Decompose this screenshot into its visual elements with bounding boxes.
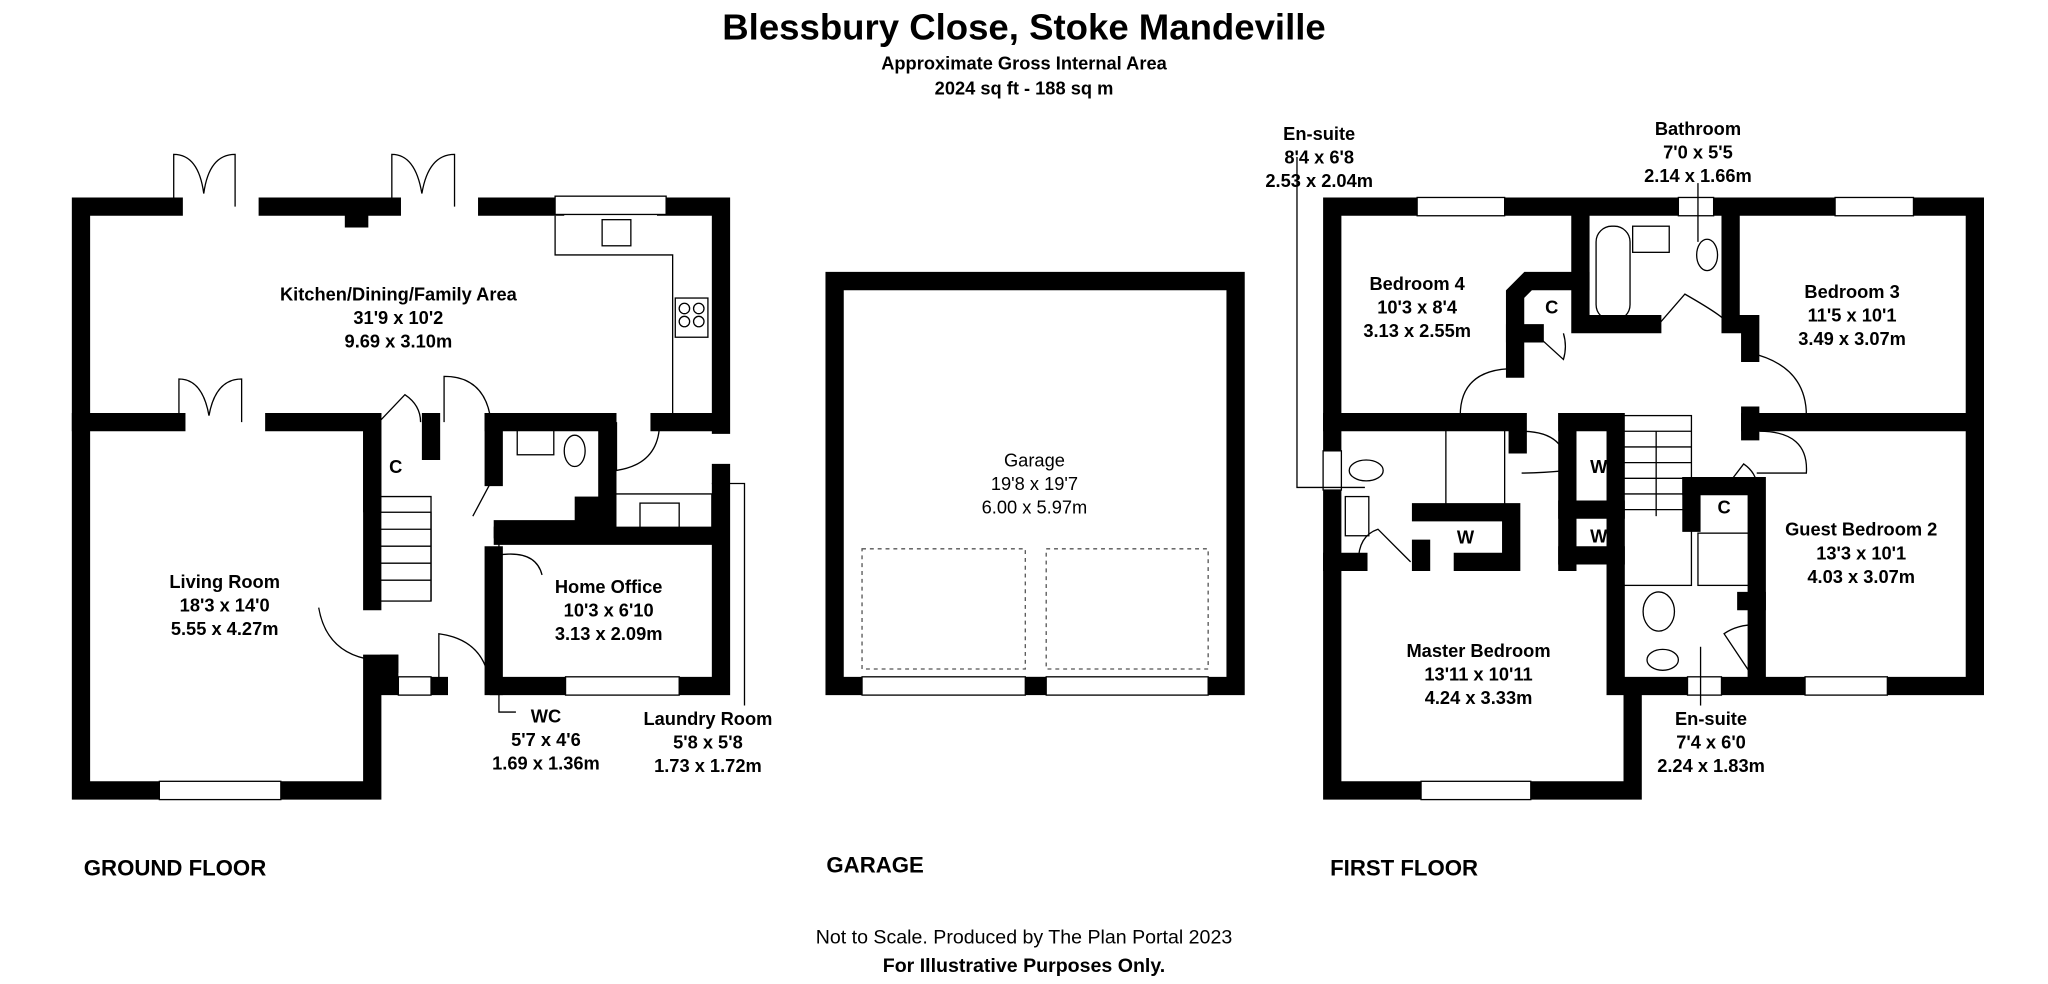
svg-text:2.14 x 1.66m: 2.14 x 1.66m: [1644, 165, 1752, 186]
garage-label: GARAGE: [826, 853, 923, 878]
svg-text:7'0 x 5'5: 7'0 x 5'5: [1663, 141, 1733, 162]
svg-text:En-suite: En-suite: [1675, 708, 1747, 729]
svg-text:7'4 x 6'0: 7'4 x 6'0: [1676, 732, 1746, 753]
stairs: [1622, 414, 1693, 587]
svg-text:3.49 x 3.07m: 3.49 x 3.07m: [1798, 328, 1906, 349]
svg-text:2.53 x 2.04m: 2.53 x 2.04m: [1265, 170, 1373, 191]
room-guest-bedroom-2: Guest Bedroom 2 13'3 x 10'1 4.03 x 3.07m: [1785, 519, 1937, 587]
svg-text:Laundry Room: Laundry Room: [643, 708, 772, 729]
room-ensuite-master: En-suite 8'4 x 6'8 2.53 x 2.04m: [1265, 123, 1373, 191]
svg-text:2.24 x 1.83m: 2.24 x 1.83m: [1657, 755, 1765, 776]
first-floor-plan: En-suite 8'4 x 6'8 2.53 x 2.04m Bathroom…: [1265, 118, 1984, 880]
svg-text:En-suite: En-suite: [1283, 123, 1355, 144]
cupboard-label: C: [389, 456, 402, 477]
svg-text:3.13 x 2.09m: 3.13 x 2.09m: [555, 623, 663, 644]
room-wc: WC 5'7 x 4'6 1.69 x 1.36m: [492, 706, 600, 774]
ground-floor-label: GROUND FLOOR: [84, 855, 266, 880]
svg-text:4.03 x 3.07m: 4.03 x 3.07m: [1807, 566, 1915, 587]
svg-text:Bedroom 3: Bedroom 3: [1804, 281, 1899, 302]
svg-text:13'11 x 10'11: 13'11 x 10'11: [1424, 664, 1532, 685]
room-ensuite-guest: En-suite 7'4 x 6'0 2.24 x 1.83m: [1657, 708, 1765, 776]
svg-text:Guest Bedroom 2: Guest Bedroom 2: [1785, 519, 1937, 540]
svg-text:Master Bedroom: Master Bedroom: [1406, 640, 1550, 661]
stairs: [375, 511, 432, 602]
svg-text:5'7 x 4'6: 5'7 x 4'6: [511, 729, 581, 750]
svg-text:WC: WC: [531, 706, 561, 727]
footer-illustrative: For Illustrative Purposes Only.: [883, 955, 1166, 977]
svg-text:10'3 x 6'10: 10'3 x 6'10: [564, 600, 654, 621]
room-kitchen: Kitchen/Dining/Family Area 31'9 x 10'2 9…: [280, 284, 518, 352]
room-master-bedroom: Master Bedroom 13'11 x 10'11 4.24 x 3.33…: [1406, 640, 1550, 708]
svg-text:6.00 x 5.97m: 6.00 x 5.97m: [982, 497, 1088, 518]
ground-floor-plan: C Kitchen/Dining/Family Area 31'9 x 10'2…: [71, 153, 772, 880]
garage-plan: Garage 19'8 x 19'7 6.00 x 5.97m GARAGE: [825, 271, 1245, 878]
svg-text:5'8 x 5'8: 5'8 x 5'8: [673, 732, 743, 753]
svg-text:5.55 x 4.27m: 5.55 x 4.27m: [171, 618, 279, 639]
room-bedroom-3: Bedroom 3 11'5 x 10'1 3.49 x 3.07m: [1798, 281, 1906, 349]
room-garage: Garage 19'8 x 19'7 6.00 x 5.97m: [982, 450, 1088, 518]
svg-text:11'5 x 10'1: 11'5 x 10'1: [1808, 305, 1897, 326]
svg-text:Bedroom 4: Bedroom 4: [1369, 273, 1465, 294]
svg-text:31'9 x 10'2: 31'9 x 10'2: [353, 307, 443, 328]
room-home-office: Home Office 10'3 x 6'10 3.13 x 2.09m: [555, 576, 663, 644]
footer-disclaimer: Not to Scale. Produced by The Plan Porta…: [816, 926, 1233, 948]
svg-text:19'8 x 19'7: 19'8 x 19'7: [991, 473, 1078, 494]
svg-text:3.13 x 2.55m: 3.13 x 2.55m: [1363, 320, 1471, 341]
cupboard-label: C: [1717, 497, 1730, 518]
svg-text:Garage: Garage: [1004, 450, 1065, 471]
plan-area: 2024 sq ft - 188 sq m: [935, 77, 1114, 98]
wardrobe-label: W: [1457, 527, 1475, 548]
svg-text:18'3 x 14'0: 18'3 x 14'0: [180, 595, 270, 616]
plan-subtitle: Approximate Gross Internal Area: [881, 52, 1167, 73]
first-floor-label: FIRST FLOOR: [1330, 855, 1478, 880]
room-living-room: Living Room 18'3 x 14'0 5.55 x 4.27m: [169, 571, 280, 639]
svg-text:Living Room: Living Room: [169, 571, 280, 592]
wardrobe-label: W: [1590, 456, 1608, 477]
cupboard-label: C: [1545, 297, 1558, 318]
wardrobe-label: W: [1590, 525, 1608, 546]
plan-title: Blessbury Close, Stoke Mandeville: [722, 6, 1326, 47]
svg-text:Bathroom: Bathroom: [1655, 118, 1741, 139]
svg-text:1.69 x 1.36m: 1.69 x 1.36m: [492, 753, 600, 774]
room-bathroom: Bathroom 7'0 x 5'5 2.14 x 1.66m: [1644, 118, 1752, 186]
svg-text:10'3 x 8'4: 10'3 x 8'4: [1377, 297, 1458, 318]
svg-text:Home Office: Home Office: [555, 576, 663, 597]
svg-text:1.73 x 1.72m: 1.73 x 1.72m: [654, 755, 762, 776]
room-laundry: Laundry Room 5'8 x 5'8 1.73 x 1.72m: [643, 708, 772, 776]
room-bedroom-4: Bedroom 4 10'3 x 8'4 3.13 x 2.55m: [1363, 273, 1471, 341]
svg-text:13'3 x 10'1: 13'3 x 10'1: [1816, 542, 1906, 563]
svg-text:8'4 x 6'8: 8'4 x 6'8: [1284, 147, 1354, 168]
svg-text:4.24 x 3.33m: 4.24 x 3.33m: [1425, 687, 1533, 708]
svg-text:Kitchen/Dining/Family Area: Kitchen/Dining/Family Area: [280, 284, 518, 305]
svg-text:9.69 x 3.10m: 9.69 x 3.10m: [345, 331, 453, 352]
